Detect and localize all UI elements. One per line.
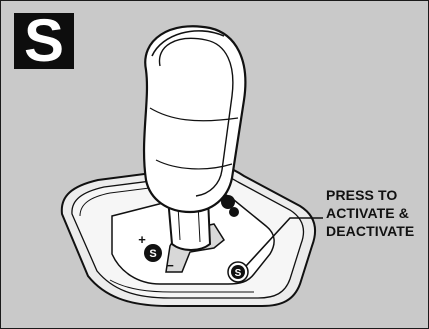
gate-indicator-d [229,207,239,217]
sport-mode-badge: S [14,13,74,69]
sport-mode-dial: S [228,262,248,282]
manual-mode-button: S [144,244,162,262]
callout-line-1: PRESS TO [326,186,414,204]
upshift-plus-sign: + [138,232,146,247]
manual-mode-button-letter: S [149,248,156,260]
callout-line-3: DEACTIVATE [326,222,414,240]
gate-indicator-p [221,195,235,209]
callout-label: PRESS TO ACTIVATE & DEACTIVATE [326,186,414,240]
downshift-minus-sign: − [166,258,174,273]
callout-line-2: ACTIVATE & [326,204,414,222]
sport-mode-dial-letter: S [235,268,242,279]
